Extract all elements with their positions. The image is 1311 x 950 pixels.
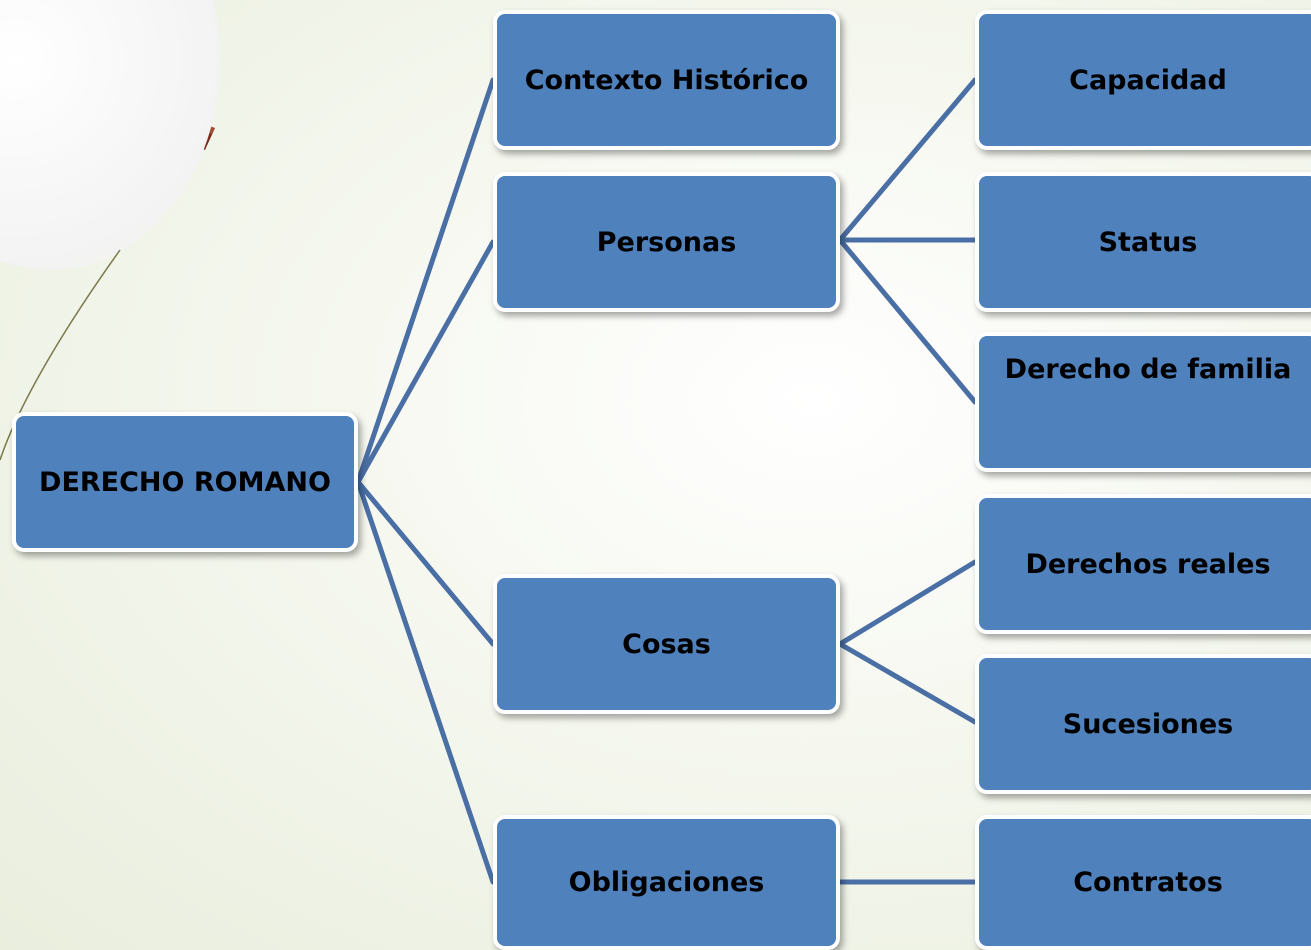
node-contexto-historico: Contexto Histórico — [493, 10, 840, 150]
connector-line — [837, 77, 978, 243]
node-capacidad: Capacidad — [975, 10, 1311, 150]
connector-line — [355, 479, 496, 885]
node-derecho-de-familia: Derecho de familia — [975, 332, 1311, 472]
node-derechos-reales: Derechos reales — [975, 494, 1311, 634]
node-label: Capacidad — [1069, 64, 1227, 96]
connector-line — [837, 641, 978, 725]
node-label: Cosas — [622, 628, 711, 660]
node-label: Derecho de familia — [1004, 354, 1292, 385]
node-contratos: Contratos — [975, 815, 1311, 950]
node-label: Contratos — [1073, 867, 1223, 898]
node-label: Derechos reales — [1025, 548, 1271, 580]
node-status: Status — [975, 172, 1311, 312]
node-sucesiones: Sucesiones — [975, 654, 1311, 794]
node-label: DERECHO ROMANO — [39, 466, 331, 498]
connector-line — [355, 479, 496, 647]
connector-line — [837, 559, 978, 647]
magnifier-figure-icon — [0, 0, 240, 290]
connector-line — [355, 77, 496, 485]
node-label: Status — [1098, 226, 1198, 258]
node-label: Sucesiones — [1062, 708, 1234, 740]
connector-line — [355, 239, 496, 485]
node-label: Obligaciones — [568, 867, 765, 898]
node-derecho-romano: DERECHO ROMANO — [12, 412, 358, 552]
node-obligaciones: Obligaciones — [493, 815, 840, 950]
node-personas: Personas — [493, 172, 840, 312]
node-label: Contexto Histórico — [524, 64, 809, 96]
node-cosas: Cosas — [493, 574, 840, 714]
node-label: Personas — [596, 226, 737, 258]
connector-line — [837, 237, 978, 405]
